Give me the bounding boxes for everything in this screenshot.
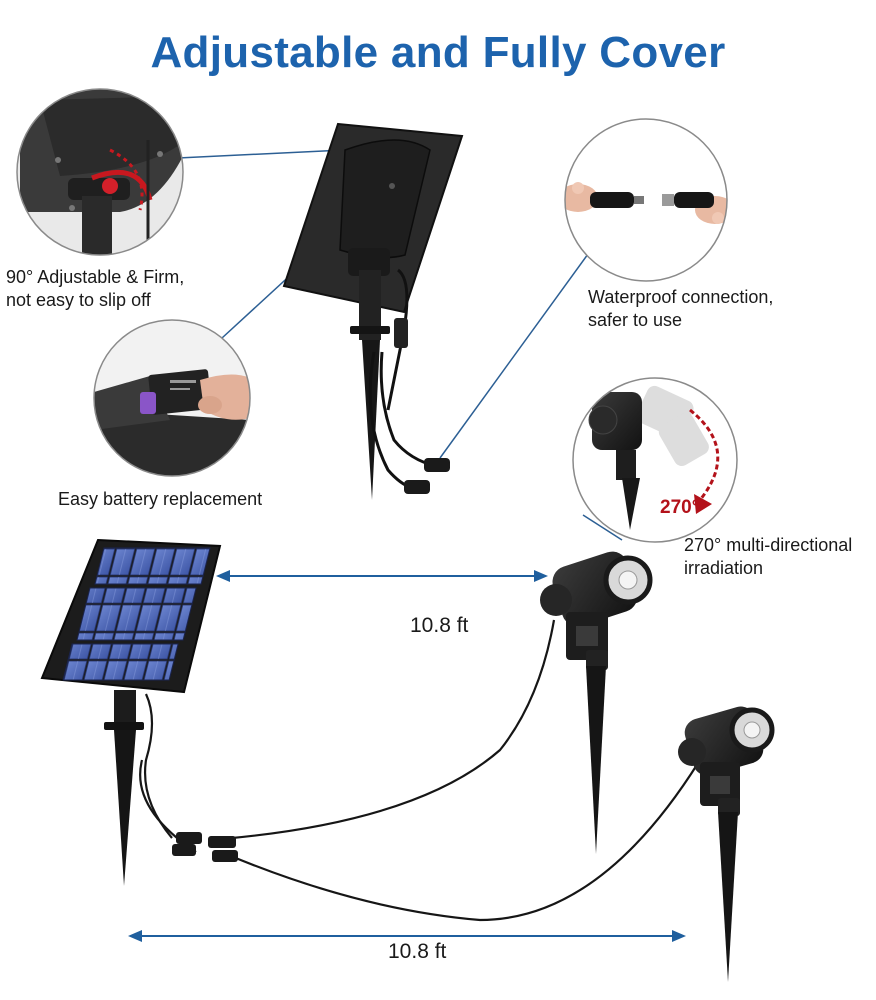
dimension-arrow-lower bbox=[128, 930, 686, 942]
distance-label-upper: 10.8 ft bbox=[410, 614, 469, 637]
spotlight-near bbox=[540, 551, 653, 854]
solar-panel bbox=[40, 538, 222, 886]
caption-rotation-line1: 270° multi-directional bbox=[684, 535, 853, 555]
caption-battery-line1: Easy battery replacement bbox=[58, 489, 263, 509]
dimension-arrow-upper bbox=[216, 570, 548, 582]
adjustable-solar-panel-back bbox=[282, 122, 464, 500]
rotation-badge: 270° bbox=[660, 497, 699, 518]
cable-connectors bbox=[172, 832, 238, 862]
caption-adjustable-line1: 90° Adjustable & Firm, bbox=[6, 267, 185, 287]
caption-waterproof-line1: Waterproof connection, bbox=[588, 287, 774, 307]
detail-battery-circle bbox=[93, 319, 251, 477]
caption-rotation: 270° multi-directional irradiation bbox=[684, 534, 852, 580]
detail-connector-circle bbox=[564, 118, 728, 282]
caption-rotation-line2: irradiation bbox=[684, 558, 764, 578]
cables bbox=[139, 619, 701, 922]
detail-rotation-circle bbox=[572, 377, 738, 543]
detail-bracket-circle bbox=[16, 88, 184, 256]
caption-battery: Easy battery replacement bbox=[58, 488, 262, 511]
distance-label-lower: 10.8 ft bbox=[388, 940, 447, 963]
caption-waterproof: Waterproof connection, safer to use bbox=[588, 286, 773, 332]
caption-adjustable: 90° Adjustable & Firm, not easy to slip … bbox=[6, 266, 184, 312]
page-title: Adjustable and Fully Cover bbox=[150, 28, 726, 77]
caption-adjustable-line2: not easy to slip off bbox=[6, 290, 151, 310]
spotlight-far bbox=[678, 706, 775, 982]
caption-waterproof-line2: safer to use bbox=[588, 310, 683, 330]
